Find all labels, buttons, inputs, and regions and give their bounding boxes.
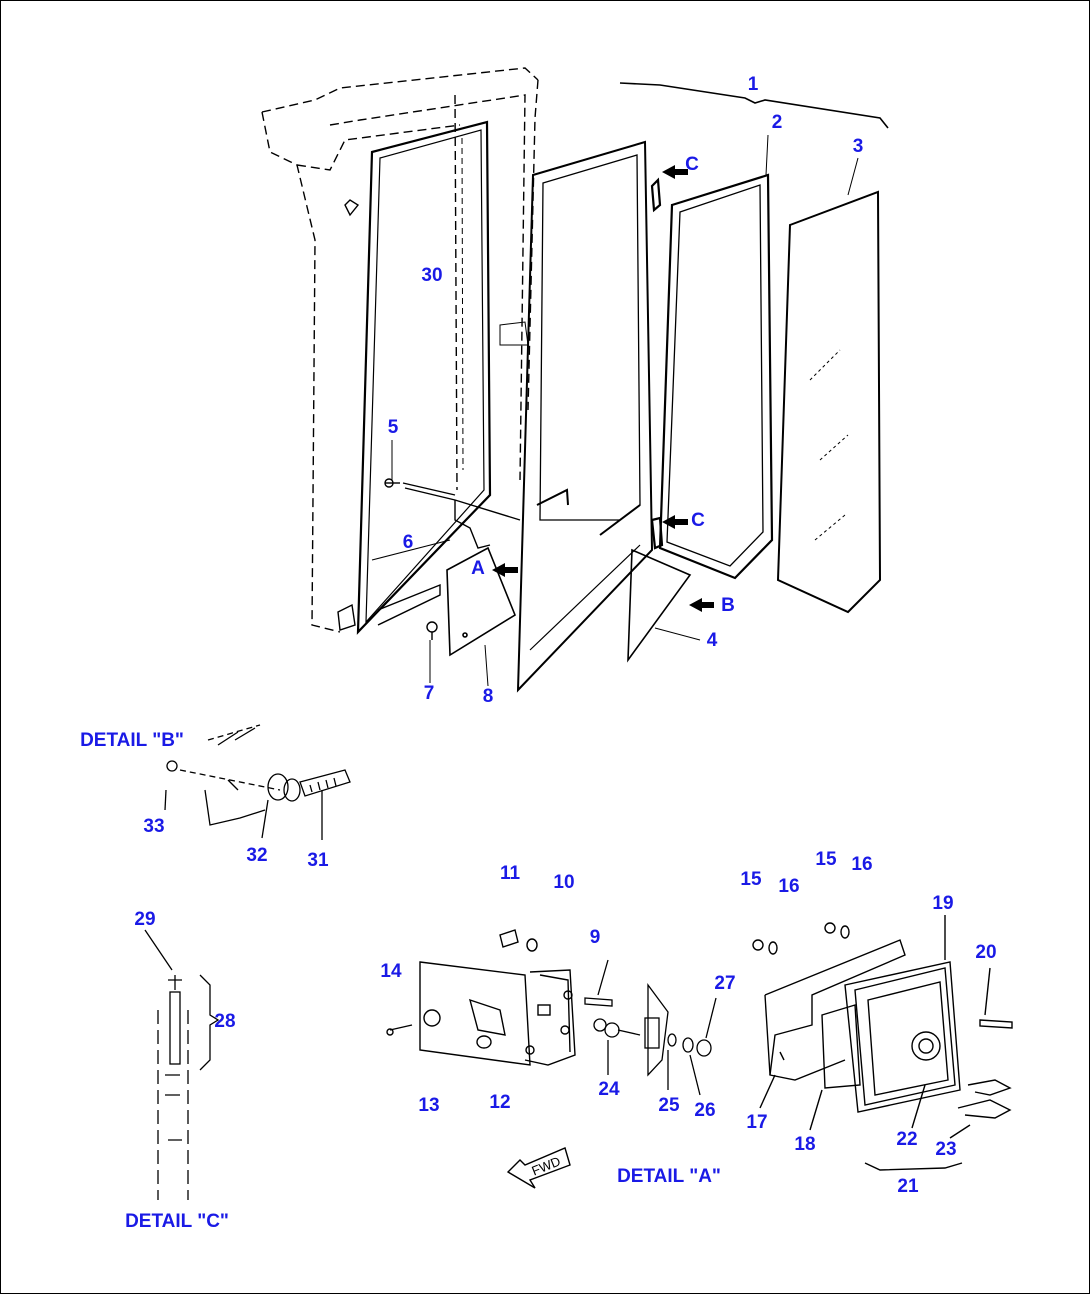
callout-15a: 15 xyxy=(740,869,762,890)
callout-16a: 16 xyxy=(778,876,800,897)
callout-4: 4 xyxy=(706,630,718,651)
bracket-6 xyxy=(454,500,491,549)
callout-20: 20 xyxy=(975,942,997,963)
arrow-label-c-bottom: C xyxy=(691,510,705,531)
arrow-c-top-icon xyxy=(662,165,688,179)
fwd-arrow-icon xyxy=(506,1147,571,1189)
glass-3 xyxy=(776,190,882,614)
leaders-top xyxy=(391,134,859,687)
cab-body xyxy=(261,67,539,633)
callout-25: 25 xyxy=(658,1095,680,1116)
callout-31: 31 xyxy=(307,850,329,871)
callout-29: 29 xyxy=(134,909,156,930)
callout-18: 18 xyxy=(794,1134,816,1155)
callout-32: 32 xyxy=(246,845,268,866)
door-frame xyxy=(499,140,654,693)
detail-a-striker xyxy=(644,983,717,1096)
detail-a-handle xyxy=(752,915,1013,1171)
detail-a-bolt-24 xyxy=(593,1018,641,1075)
callout-28: 28 xyxy=(214,1011,236,1032)
arrow-a-icon xyxy=(492,563,518,577)
weatherstrip-30 xyxy=(356,120,492,635)
callout-21: 21 xyxy=(897,1176,919,1197)
cover-8 xyxy=(446,546,516,657)
callout-2: 2 xyxy=(771,112,783,133)
callout-24: 24 xyxy=(598,1079,620,1100)
detail-c-title: DETAIL "C" xyxy=(125,1211,229,1232)
callout-22: 22 xyxy=(896,1129,918,1150)
callout-9: 9 xyxy=(589,927,601,948)
callout-15b: 15 xyxy=(815,849,837,870)
callout-26: 26 xyxy=(694,1100,716,1121)
detail-a-title: DETAIL "A" xyxy=(617,1166,721,1187)
arrows xyxy=(492,165,714,612)
callout-12: 12 xyxy=(489,1092,511,1113)
detail-c-drawing xyxy=(144,929,220,1200)
arrow-c-bottom-icon xyxy=(662,515,688,529)
arrow-label-a: A xyxy=(471,558,485,579)
callout-17: 17 xyxy=(746,1112,768,1133)
callout-3: 3 xyxy=(852,136,864,157)
screw-7 xyxy=(426,621,438,640)
detail-b-title: DETAIL "B" xyxy=(80,730,184,751)
detail-a-latch xyxy=(386,929,576,1066)
window-frame-2 xyxy=(650,173,774,580)
callout-10: 10 xyxy=(553,872,575,893)
arrow-label-c-top: C xyxy=(685,154,699,175)
callout-13: 13 xyxy=(418,1095,440,1116)
detail-b-drawing xyxy=(164,724,351,840)
rod-5 xyxy=(384,478,521,521)
callout-5: 5 xyxy=(387,417,399,438)
callout-6: 6 xyxy=(402,532,414,553)
callout-33: 33 xyxy=(143,816,165,837)
callout-14: 14 xyxy=(380,961,402,982)
callout-1: 1 xyxy=(747,74,759,95)
cab-body-solid xyxy=(337,199,360,631)
arrow-label-b: B xyxy=(721,595,735,616)
callout-8: 8 xyxy=(482,686,494,707)
bracket-1 xyxy=(619,82,889,129)
panel-4 xyxy=(627,548,692,663)
callout-30: 30 xyxy=(421,265,443,286)
detail-a-bolt-9 xyxy=(584,959,613,1007)
callout-23: 23 xyxy=(935,1139,957,1160)
arrow-b-icon xyxy=(689,598,714,612)
callout-16b: 16 xyxy=(851,854,873,875)
callout-11: 11 xyxy=(499,863,521,884)
callout-27: 27 xyxy=(714,973,736,994)
callout-7: 7 xyxy=(423,683,435,704)
callout-19: 19 xyxy=(932,893,954,914)
